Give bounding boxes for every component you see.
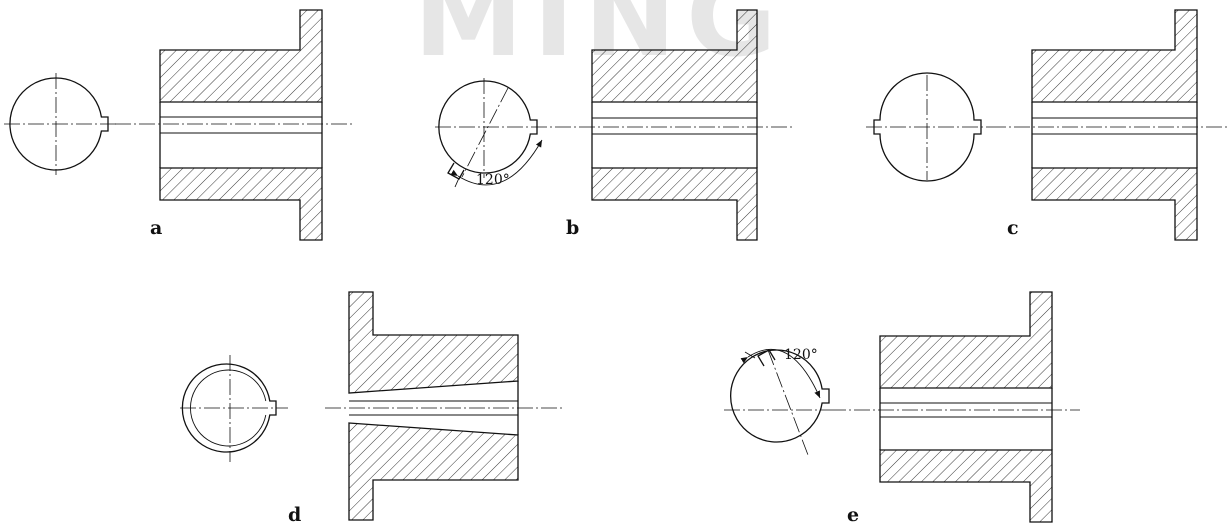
bushing-section-a: [115, 9, 352, 241]
bushing-section-c: [990, 9, 1230, 241]
figure-label-c: c: [1007, 217, 1019, 239]
angle-label-b: 120°: [476, 172, 510, 188]
figure-label-b: b: [566, 217, 579, 239]
figure-c: c: [866, 9, 1230, 241]
end-view-c: [866, 72, 990, 182]
bushing-section-d: [325, 291, 565, 521]
figure-e: 120° e: [724, 291, 1080, 526]
end-view-a: [4, 73, 116, 175]
angle-label-e: 120°: [784, 347, 818, 363]
end-view-e: 120°: [724, 347, 830, 456]
end-view-d: [180, 355, 288, 462]
end-view-b: 120°: [435, 78, 795, 188]
figure-d: d: [180, 291, 565, 526]
figure-label-d: d: [288, 504, 301, 526]
figure-b: 120° b: [435, 9, 795, 241]
bushing-section-e: [830, 291, 1080, 523]
figure-label-e: e: [847, 504, 859, 526]
figure-label-a: a: [150, 217, 162, 239]
figure-a: a: [4, 9, 352, 241]
bushing-section-b: [591, 9, 758, 241]
